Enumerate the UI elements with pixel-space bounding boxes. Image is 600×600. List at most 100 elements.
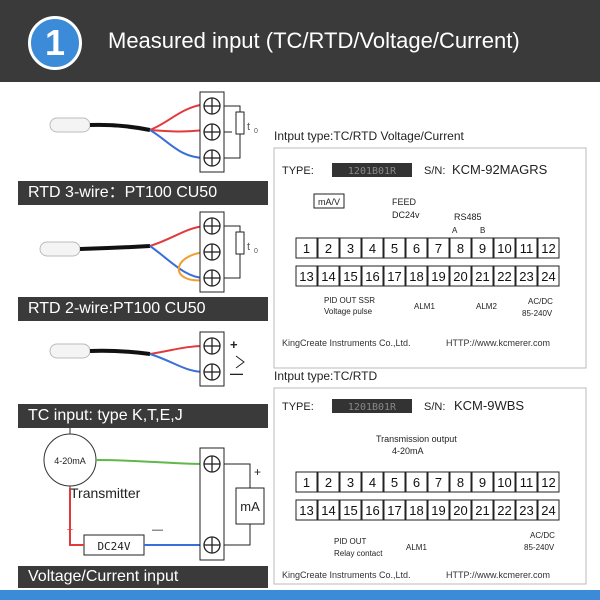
panel1-top-terminal-3 <box>339 237 362 259</box>
panel1-top-terminal-label: 12 <box>541 241 555 256</box>
panel2-top-terminal-label: 7 <box>435 475 442 490</box>
tc-diagram: + — <box>49 331 245 387</box>
panel2-top-terminal-5 <box>383 471 406 493</box>
panel1-top-terminal-10 <box>493 237 516 259</box>
header-bar: 1 Measured input (TC/RTD/Voltage/Current… <box>0 0 600 82</box>
svg-text:4-20mA: 4-20mA <box>54 456 86 466</box>
transmitter-label: Transmitter <box>70 485 141 501</box>
svg-text:—: — <box>152 524 163 536</box>
footer-stripe <box>0 590 600 600</box>
tc-label: TC input: type K,T,E,J <box>18 404 268 428</box>
panel1-bottom-terminal-16 <box>361 265 384 287</box>
svg-text:S/N:: S/N: <box>424 165 445 177</box>
panel1-bottom-terminal-label: 19 <box>431 269 445 284</box>
panel1-bottom-terminal-label: 16 <box>365 269 379 284</box>
panel2-model: KCM-9WBS <box>454 398 524 413</box>
panel1-bottom-terminal-label: 17 <box>387 269 401 284</box>
svg-text:85-240V: 85-240V <box>522 309 553 318</box>
panel2-bottom-terminal-21 <box>471 499 494 521</box>
panel1-bottom-terminal-label: 14 <box>321 269 335 284</box>
svg-text:AC/DC: AC/DC <box>530 531 555 540</box>
rtd3-t0: t <box>247 121 250 133</box>
panel2-bottom-terminal-label: 14 <box>321 503 335 518</box>
svg-text:AC/DC: AC/DC <box>528 297 553 306</box>
svg-text:1201B01R: 1201B01R <box>348 402 397 413</box>
svg-text:RS485: RS485 <box>454 212 482 222</box>
panel1-top-terminal-8 <box>449 237 472 259</box>
panel2-top-terminal-4 <box>361 471 384 493</box>
svg-text:mA: mA <box>240 499 260 514</box>
svg-text:TYPE:: TYPE: <box>282 401 314 413</box>
panel1-bottom-terminal-label: 15 <box>343 269 357 284</box>
panel1-top-terminal-9 <box>471 237 494 259</box>
page-title: Measured input (TC/RTD/Voltage/Current) <box>108 28 520 53</box>
svg-text:B: B <box>480 226 485 235</box>
panel2-top-terminal-6 <box>405 471 428 493</box>
panel1-bottom-terminal-label: 23 <box>519 269 533 284</box>
svg-text:A: A <box>452 226 458 235</box>
svg-text:DC24v: DC24v <box>392 210 420 220</box>
panel2-bottom-terminal-19 <box>427 499 450 521</box>
panel1-bottom-terminal-17 <box>383 265 406 287</box>
panel2-bottom-terminal-label: 23 <box>519 503 533 518</box>
rtd3-diagram: t 0 <box>49 91 258 173</box>
panel1-serial <box>332 163 412 177</box>
panel1-top-terminal-label: 8 <box>457 241 464 256</box>
panel2-top-terminal-9 <box>471 471 494 493</box>
svg-text:—: — <box>230 366 243 381</box>
panel2-bottom-terminal-18 <box>405 499 428 521</box>
panel2-bottom-terminal-20 <box>449 499 472 521</box>
panel1-bottom-terminal-22 <box>493 265 516 287</box>
panel2-bottom-terminal-label: 18 <box>409 503 423 518</box>
vc-label: Voltage/Current input <box>18 566 268 588</box>
panel2-bottom-terminal-label: 16 <box>365 503 379 518</box>
panel2-bottom-terminal-15 <box>339 499 362 521</box>
panel2-top-terminal-label: 4 <box>369 475 376 490</box>
panel2-bottom-terminal-label: 22 <box>497 503 511 518</box>
panel2-top-terminal-11 <box>515 471 538 493</box>
panel2-bottom-terminal-label: 15 <box>343 503 357 518</box>
panel1-bottom-terminal-19 <box>427 265 450 287</box>
panel1-bottom-terminal-label: 13 <box>299 269 313 284</box>
rtd2-diagram: t 0 <box>39 211 258 293</box>
vc-diagram: 4-20mA Transmitter + DC24V — mA + <box>43 423 265 561</box>
panel2-top-terminal-12 <box>537 471 560 493</box>
svg-text:S/N:: S/N: <box>424 401 445 413</box>
svg-text:PID OUT: PID OUT <box>334 537 367 546</box>
panel1-bottom-terminal-label: 22 <box>497 269 511 284</box>
step-badge: 1 <box>28 16 82 70</box>
panel1-bottom-terminal-20 <box>449 265 472 287</box>
panel1-top-terminal-label: 2 <box>325 241 332 256</box>
panel2-top-terminal-label: 3 <box>347 475 354 490</box>
svg-text:HTTP://www.kcmerer.com: HTTP://www.kcmerer.com <box>446 570 550 580</box>
panel2-bottom-terminal-24 <box>537 499 560 521</box>
panel1-top-terminal-label: 7 <box>435 241 442 256</box>
panel2-top-terminal-2 <box>317 471 340 493</box>
svg-text:KingCreate Instruments Co.,Ltd: KingCreate Instruments Co.,Ltd. <box>282 338 411 348</box>
svg-text:+: + <box>230 337 238 352</box>
panel2-top-terminal-3 <box>339 471 362 493</box>
rtd3-probe <box>49 117 91 133</box>
panel2-bottom-terminal-label: 21 <box>475 503 489 518</box>
panel2-top-terminal-label: 1 <box>303 475 310 490</box>
rtd3-label: RTD 3-wire：PT100 CU50 <box>18 181 268 205</box>
panel1-bottom-terminal-24 <box>537 265 560 287</box>
panel2-top-terminal-label: 6 <box>413 475 420 490</box>
svg-text:FEED: FEED <box>392 197 417 207</box>
panel1-top-terminal-label: 6 <box>413 241 420 256</box>
svg-text:Transmission output: Transmission output <box>376 434 457 444</box>
svg-text:KingCreate Instruments Co.,Ltd: KingCreate Instruments Co.,Ltd. <box>282 570 411 580</box>
panel2-bottom-terminal-22 <box>493 499 516 521</box>
svg-text:ALM1: ALM1 <box>406 543 427 552</box>
panel1-bottom-terminal-label: 18 <box>409 269 423 284</box>
panel1-top-terminal-label: 10 <box>497 241 511 256</box>
panel1-bottom-terminal-label: 24 <box>541 269 555 284</box>
svg-text:85-240V: 85-240V <box>524 543 555 552</box>
instrument-panels: Intput type:TC/RTD Voltage/Current TYPE:… <box>273 129 587 585</box>
panel1-bottom-terminal-label: 20 <box>453 269 467 284</box>
panel2-top-terminal-label: 5 <box>391 475 398 490</box>
